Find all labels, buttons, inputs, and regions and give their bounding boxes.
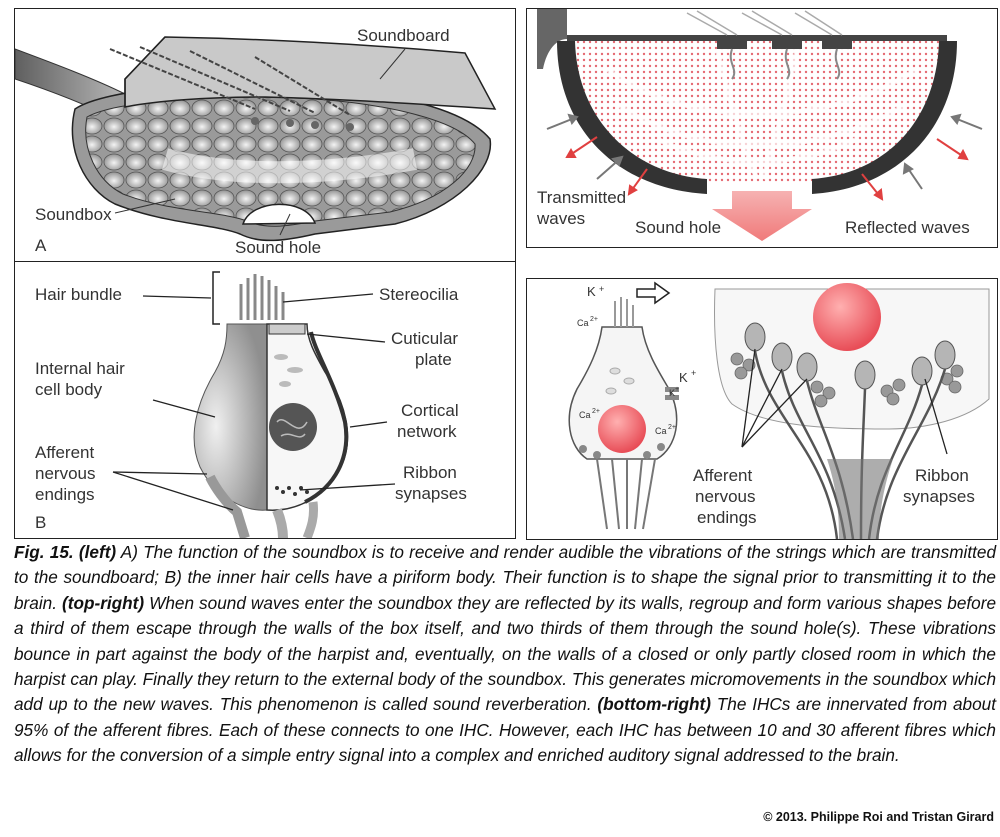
label-k-side: K xyxy=(679,370,688,385)
label-afferent-d-3: endings xyxy=(697,508,757,527)
caption-fig-number: Fig. 15. xyxy=(14,542,74,562)
label-ribbon-1: Ribbon xyxy=(403,463,457,482)
label-ca-right: Ca xyxy=(655,426,667,436)
label-ca-top: Ca xyxy=(577,318,589,328)
label-afferent-3: endings xyxy=(35,485,95,504)
caption-left-tag: (left) xyxy=(78,542,117,562)
label-k-top-plus: + xyxy=(599,284,605,294)
label-cuticular-plate-2: plate xyxy=(415,350,452,369)
label-k-side-plus: + xyxy=(691,368,697,378)
label-transmitted-1: Transmitted xyxy=(537,188,627,207)
label-k-plus-side: K xyxy=(669,388,676,398)
label-ribbon-2: synapses xyxy=(395,484,467,503)
label-afferent-d-1: Afferent xyxy=(693,466,753,485)
label-k-side-plus-2: + xyxy=(675,386,680,393)
label-internal-hair-1: Internal hair xyxy=(35,359,125,378)
caption-bottomright-text: The IHCs are innervated from about 95% o… xyxy=(14,694,996,766)
copyright-notice: © 2013. Philippe Roi and Tristan Girard xyxy=(763,810,994,824)
label-reflected-waves: Reflected waves xyxy=(845,218,970,237)
label-afferent-2: nervous xyxy=(35,464,96,483)
caption-left-text: A) The function of the soundbox is to re… xyxy=(14,542,996,613)
label-transmitted-2: waves xyxy=(537,209,586,228)
sound-waves-illustration xyxy=(537,9,983,241)
label-soundboard: Soundboard xyxy=(357,26,450,45)
label-ribbon-d-2: synapses xyxy=(903,487,975,506)
panel-letter-b: B xyxy=(35,513,47,532)
label-ribbon-d-1: Ribbon xyxy=(915,466,969,485)
label-ca-left: Ca xyxy=(579,410,591,420)
label-cuticular-plate-1: Cuticular xyxy=(391,329,459,348)
label-cortical-1: Cortical xyxy=(401,401,459,420)
label-sound-hole: Sound hole xyxy=(235,238,322,257)
soundbox-illustration xyxy=(15,36,497,242)
label-hair-bundle: Hair bundle xyxy=(35,285,122,304)
ihc-innervation-illustration xyxy=(568,281,990,539)
panel-c-sound-waves: Transmitted waves Sound hole Reflected w… xyxy=(526,8,998,248)
panel-d-ihc-innervation: K + Ca 2+ K + K + Ca 2+ Ca 2+ Afferent n… xyxy=(526,278,998,540)
caption-topright-text: When sound waves enter the soundbox they… xyxy=(14,592,996,715)
figure-caption: Fig. 15. (left) A) The function of the s… xyxy=(14,540,996,769)
label-ca-right-charge: 2+ xyxy=(668,424,676,431)
label-sound-hole-c: Sound hole xyxy=(635,218,722,237)
label-ca-top-charge: 2+ xyxy=(590,316,598,323)
label-afferent-1: Afferent xyxy=(35,443,95,462)
label-internal-hair-2: cell body xyxy=(35,380,103,399)
label-soundbox: Soundbox xyxy=(35,205,112,224)
caption-topright-tag: (top-right) xyxy=(62,592,145,613)
label-k-top: K xyxy=(587,284,596,299)
hair-cell-illustration xyxy=(112,271,396,538)
label-afferent-d-2: nervous xyxy=(695,487,756,506)
label-ca-left-charge: 2+ xyxy=(592,408,600,415)
caption-bottomright-tag: (bottom-right) xyxy=(597,694,712,715)
panel-b-hair-cell: Hair bundle Stereocilia Cuticular plate … xyxy=(14,261,516,539)
panel-letter-a: A xyxy=(35,236,47,255)
label-cortical-2: network xyxy=(397,422,457,441)
panel-a-soundbox: Soundboard Soundbox Sound hole A xyxy=(14,8,516,262)
label-stereocilia: Stereocilia xyxy=(379,285,459,304)
